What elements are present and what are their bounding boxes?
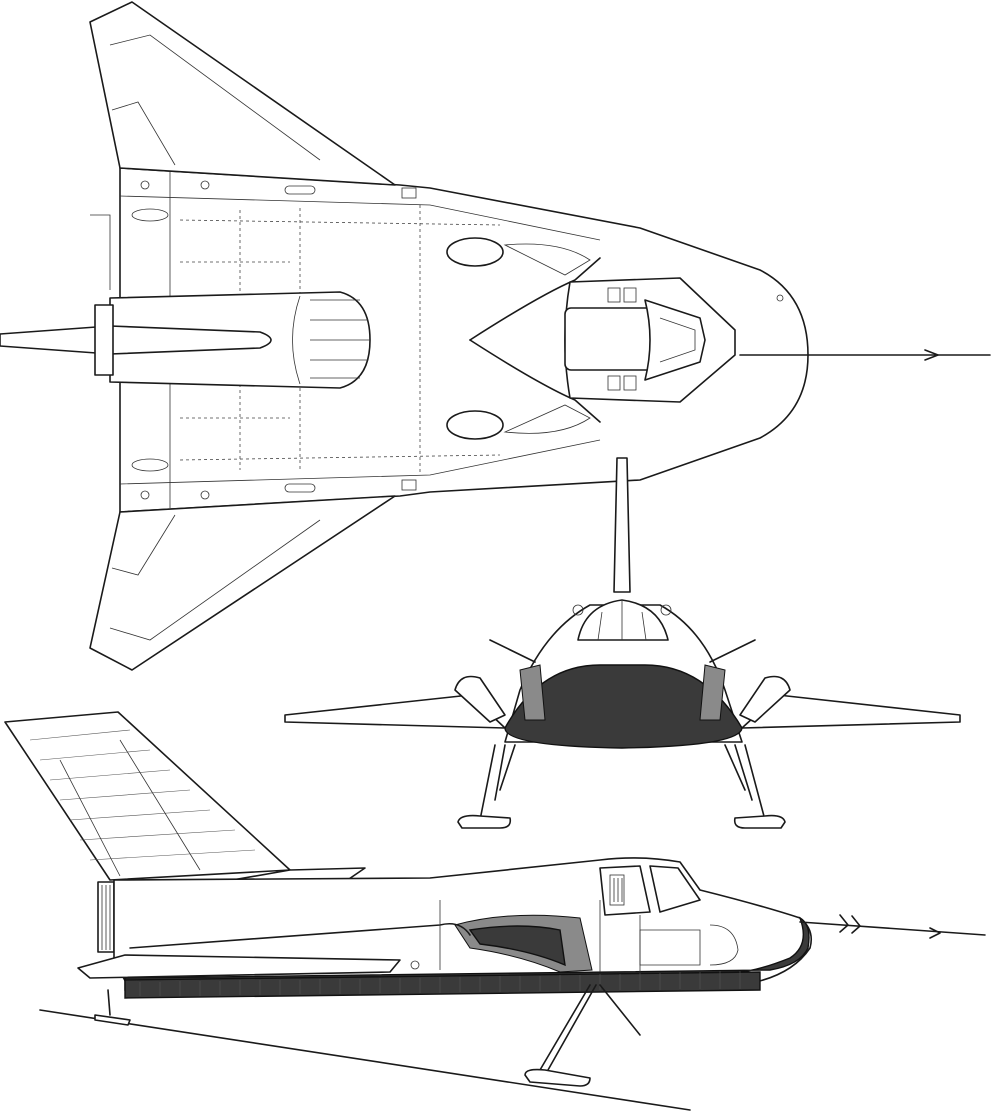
side-main-skid bbox=[524, 1068, 591, 1087]
side-vertical-tail bbox=[4, 711, 291, 881]
front-right-leg bbox=[724, 744, 766, 821]
front-right-pod bbox=[739, 675, 791, 723]
front-left-skid bbox=[457, 814, 512, 829]
lower-wing bbox=[89, 495, 396, 671]
top-tail-boom bbox=[0, 325, 272, 355]
top-upper-oval bbox=[446, 237, 504, 267]
side-rear-leg bbox=[107, 989, 111, 1016]
side-rear-skid bbox=[94, 1014, 131, 1026]
ground-line bbox=[39, 1009, 691, 1111]
side-view bbox=[4, 711, 986, 1111]
top-view bbox=[0, 1, 991, 671]
front-right-skid bbox=[733, 814, 786, 829]
side-main-leg bbox=[539, 984, 641, 1071]
front-view bbox=[284, 457, 961, 829]
front-left-leg bbox=[479, 744, 516, 821]
upper-wing bbox=[89, 1, 396, 186]
side-dark-underbelly bbox=[124, 916, 810, 991]
top-lower-oval bbox=[446, 410, 504, 440]
side-nose-probe bbox=[799, 921, 986, 936]
front-left-pod bbox=[454, 675, 506, 723]
front-dark-underbody bbox=[504, 664, 743, 749]
front-vertical-fin bbox=[613, 457, 631, 593]
